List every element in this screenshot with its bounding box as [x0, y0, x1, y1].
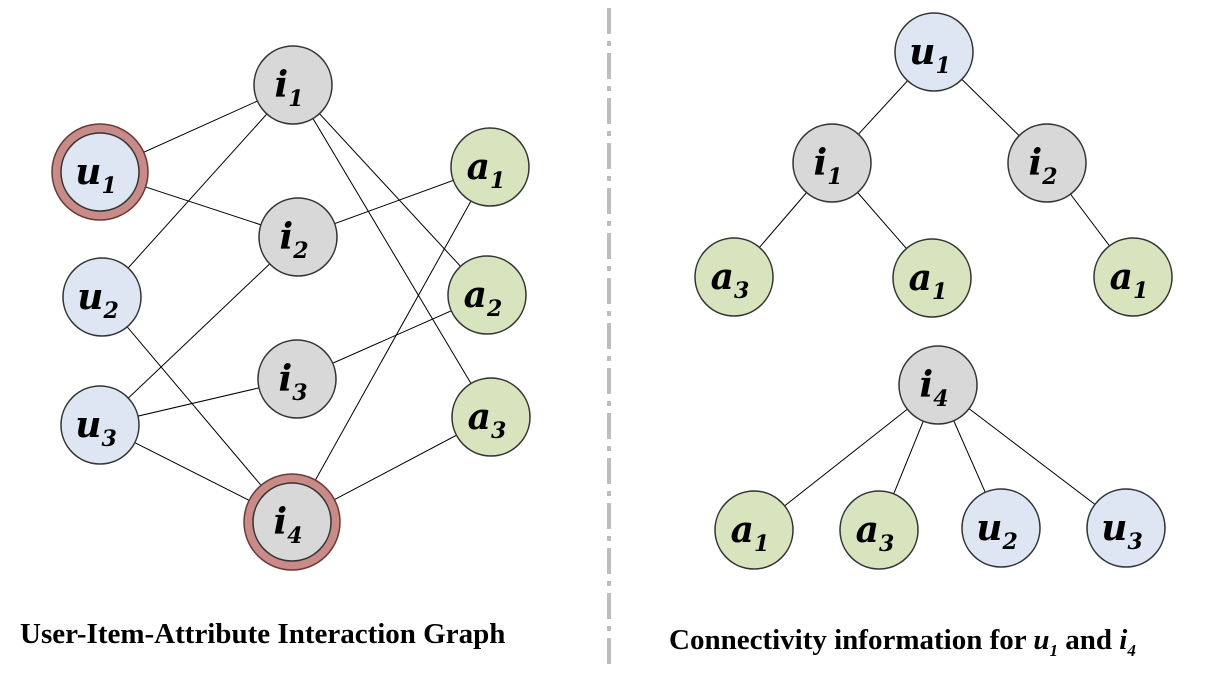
left-edge-i4-a1 [291, 166, 491, 523]
left-node-a1: a1 [450, 127, 530, 207]
node-circle [1007, 123, 1087, 203]
tree-node-a1: a1 [892, 238, 972, 318]
left-node-a3: a3 [451, 377, 531, 457]
tree-node-a3: a3 [839, 490, 919, 570]
node-circle [892, 238, 972, 318]
node-circle [258, 197, 338, 277]
node-circle [961, 488, 1041, 568]
left-node-u1: u1 [51, 123, 149, 221]
left-node-i1: i1 [253, 45, 333, 125]
right-caption: Connectivity information for u1 and i4 [669, 624, 1136, 661]
node-circle [447, 255, 527, 335]
node-circle [1093, 237, 1173, 317]
tree-node-a1: a1 [714, 490, 794, 570]
left-node-i4: i4 [243, 473, 341, 571]
left-caption: User-Item-Attribute Interaction Graph [20, 618, 506, 650]
left-node-u2: u2 [62, 257, 142, 337]
node-circle [694, 237, 774, 317]
tree-node-a1: a1 [1093, 237, 1173, 317]
left-node-u3: u3 [60, 385, 140, 465]
right-caption-node-2: i4 [1119, 624, 1136, 660]
node-label: i2 [280, 216, 309, 264]
left-edge-i1-a3 [292, 84, 492, 418]
node-circle [714, 490, 794, 570]
right-caption-prefix: Connectivity information for [669, 624, 1034, 656]
node-circle [1086, 488, 1166, 568]
node-label: a1 [1110, 256, 1149, 304]
tree-node-i4: i4 [898, 345, 978, 425]
left-edge-u3-i2 [99, 236, 299, 426]
left-node-i2: i2 [258, 197, 338, 277]
node-circle [898, 345, 978, 425]
tree-node-i1: i1 [792, 123, 872, 203]
node-circle [252, 482, 332, 562]
left-edge-u2-i4 [101, 296, 293, 523]
tree-node-u3: u3 [1086, 488, 1166, 568]
left-node-a2: a2 [447, 255, 527, 335]
tree-node-u1: u1 [894, 12, 974, 92]
node-circle [839, 490, 919, 570]
node-circle [257, 339, 337, 419]
node-circle [894, 12, 974, 92]
node-circle [62, 257, 142, 337]
tree-node-u2: u2 [961, 488, 1041, 568]
left-node-i3: i3 [257, 339, 337, 419]
node-circle [253, 45, 333, 125]
right-caption-middle: and [1057, 624, 1120, 656]
right-caption-node-1: u1 [1033, 624, 1058, 660]
node-label: a1 [467, 146, 506, 194]
node-circle [60, 385, 140, 465]
node-circle [792, 123, 872, 203]
node-circle [451, 377, 531, 457]
tree-node-i2: i2 [1007, 123, 1087, 203]
left-edge-i1-a2 [292, 84, 488, 296]
left-edge-u2-i1 [101, 84, 294, 298]
tree-node-a3: a3 [694, 237, 774, 317]
node-circle [450, 127, 530, 207]
node-circle [60, 132, 140, 212]
